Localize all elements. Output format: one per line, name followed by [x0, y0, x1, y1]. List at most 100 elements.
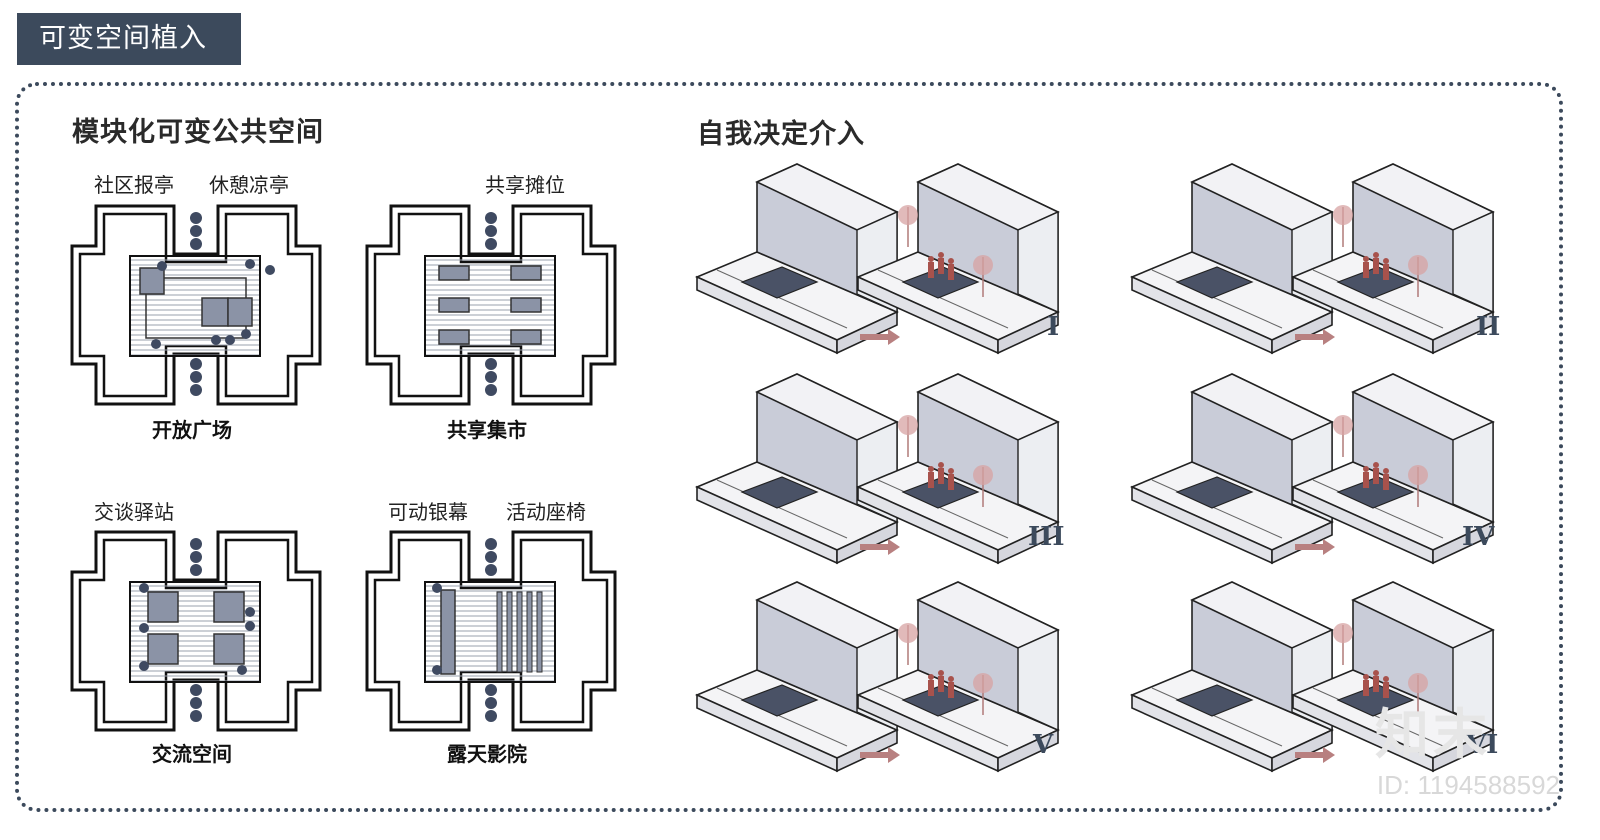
tree-crown [1333, 415, 1353, 435]
plan-caption: 开放广场 [152, 418, 232, 442]
figure-head [1363, 256, 1369, 262]
ground-edge [1432, 310, 1494, 355]
intervention-element [740, 266, 819, 299]
path-line [716, 479, 848, 539]
header-title: 可变空间植入 [17, 13, 241, 65]
building-side [1452, 420, 1494, 524]
figure [1383, 682, 1389, 698]
ground-edge [1432, 728, 1494, 773]
case-numeral: I [1047, 312, 1060, 342]
figure-head [1383, 258, 1389, 264]
right-section-title: 自我决定介入 [697, 119, 865, 150]
ground-edge [836, 520, 898, 565]
figure-head [1363, 466, 1369, 472]
building-side [1452, 210, 1494, 314]
plan-label: 共享摊位 [485, 173, 565, 197]
path-line [877, 479, 1009, 539]
figure [928, 472, 934, 488]
plan-shared-market [365, 204, 617, 406]
case-numeral: VI [1466, 730, 1499, 760]
transition-arrow [860, 747, 900, 763]
figure-head [1373, 252, 1379, 258]
building-side [1017, 210, 1059, 314]
figure-head [928, 674, 934, 680]
intervention-element [1175, 266, 1254, 299]
case-numeral: IV [1462, 522, 1495, 552]
ground-edge [1432, 520, 1494, 565]
transition-arrow [1295, 539, 1335, 555]
figure-head [948, 468, 954, 474]
figure [1363, 472, 1369, 488]
plan-label: 活动座椅 [506, 500, 586, 524]
tree-crown [1408, 673, 1428, 693]
watermark-logo: 知末 [1375, 703, 1491, 766]
figure-head [948, 258, 954, 264]
tree-crown [973, 673, 993, 693]
figure-head [1373, 670, 1379, 676]
path-line [1312, 687, 1444, 747]
building-side [1017, 628, 1059, 732]
figure [938, 258, 944, 274]
ground-edge [997, 728, 1059, 773]
plan-label: 可动银幕 [388, 500, 468, 524]
building-side [1017, 420, 1059, 524]
path-line [716, 687, 848, 747]
figure-head [1373, 462, 1379, 468]
figure-head [1363, 674, 1369, 680]
figure [938, 676, 944, 692]
path-line [1151, 269, 1283, 329]
ground-edge [1271, 728, 1333, 773]
figure-head [1383, 468, 1389, 474]
plan-caption: 露天影院 [447, 742, 527, 766]
ground-edge [1271, 520, 1333, 565]
case-numeral: II [1476, 312, 1501, 342]
plan-label: 社区报亭 [94, 173, 174, 197]
tree-crown [1408, 255, 1428, 275]
case-numeral: V [1033, 730, 1054, 760]
intervention-element [740, 476, 819, 509]
plan-caption: 共享集市 [447, 418, 527, 442]
figure [1373, 676, 1379, 692]
path-line [1151, 687, 1283, 747]
case-numeral: III [1028, 522, 1065, 552]
figure-head [938, 462, 944, 468]
tree-crown [1408, 465, 1428, 485]
transition-arrow [860, 329, 900, 345]
figure [1383, 264, 1389, 280]
figure [928, 680, 934, 696]
plan-open-square [70, 204, 322, 406]
figure-head [1383, 676, 1389, 682]
ground-edge [836, 310, 898, 355]
watermark-id: ID: 1194588592 [1376, 770, 1560, 800]
plan-communication-space [70, 530, 322, 732]
tree-crown [973, 255, 993, 275]
path-line [877, 269, 1009, 329]
tree-crown [898, 415, 918, 435]
figure [1363, 680, 1369, 696]
figure [1373, 258, 1379, 274]
transition-arrow [860, 539, 900, 555]
intervention-element [1175, 476, 1254, 509]
figure-head [928, 466, 934, 472]
figure [1373, 468, 1379, 484]
path-line [716, 269, 848, 329]
transition-arrow [1295, 329, 1335, 345]
figure-head [928, 256, 934, 262]
figure [1363, 262, 1369, 278]
figure [1383, 474, 1389, 490]
figure [948, 474, 954, 490]
tree-crown [1333, 205, 1353, 225]
tree-crown [898, 623, 918, 643]
intervention-element [1175, 684, 1254, 717]
plan-label: 休憩凉亭 [209, 173, 289, 197]
path-line [1312, 479, 1444, 539]
figure-head [938, 252, 944, 258]
path-line [1312, 269, 1444, 329]
plan-open-air-cinema [365, 530, 617, 732]
figure [948, 264, 954, 280]
figure-head [938, 670, 944, 676]
tree-crown [973, 465, 993, 485]
left-section-title: 模块化可变公共空间 [72, 117, 324, 148]
tree-crown [1333, 623, 1353, 643]
figure [928, 262, 934, 278]
